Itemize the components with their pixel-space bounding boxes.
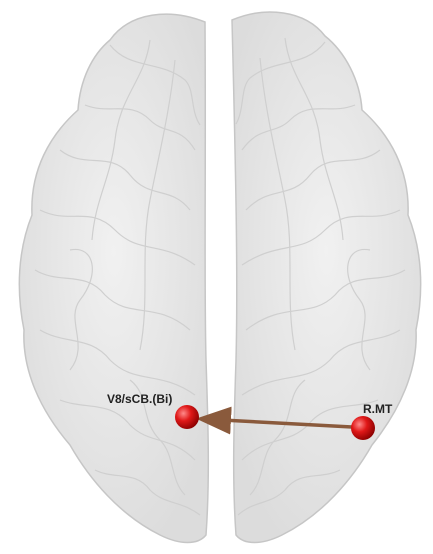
- right-hemisphere: [232, 12, 421, 542]
- node-rmt-label: R.MT: [363, 402, 393, 416]
- node-v8-sphere: [175, 405, 199, 429]
- node-v8-label: V8/sCB.(Bi): [107, 392, 172, 406]
- node-rmt-sphere: [351, 416, 375, 440]
- left-hemisphere: [19, 14, 208, 542]
